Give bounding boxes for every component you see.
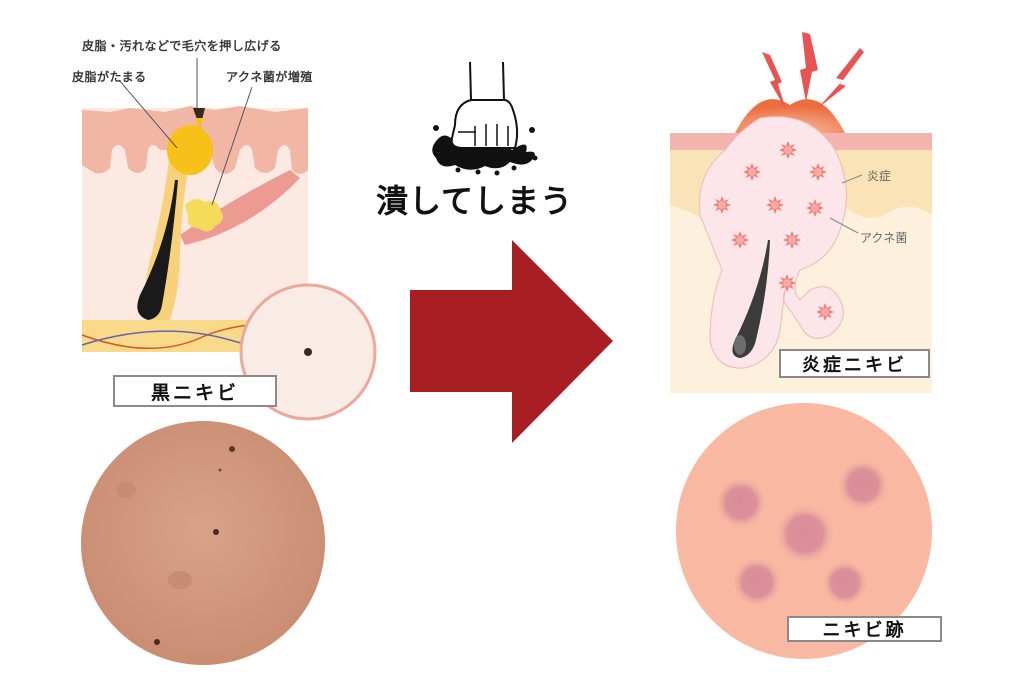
annotation-pore-expanded: 皮脂・汚れなどで毛穴を押し広げる: [82, 39, 282, 53]
label-acne-scar: ニキビ跡: [787, 616, 942, 642]
annotation-inflammation: 炎症: [867, 169, 892, 183]
label-inflamed-acne: 炎症ニキビ: [779, 349, 930, 378]
annotation-bacteria: アクネ菌が増殖: [226, 70, 313, 84]
annotation-acne-bacteria: アクネ菌: [860, 231, 908, 245]
action-label-squeeze: 潰してしまう: [376, 182, 574, 220]
label-blackhead: 黒ニキビ: [113, 375, 277, 407]
annotation-sebum: 皮脂がたまる: [72, 70, 147, 84]
